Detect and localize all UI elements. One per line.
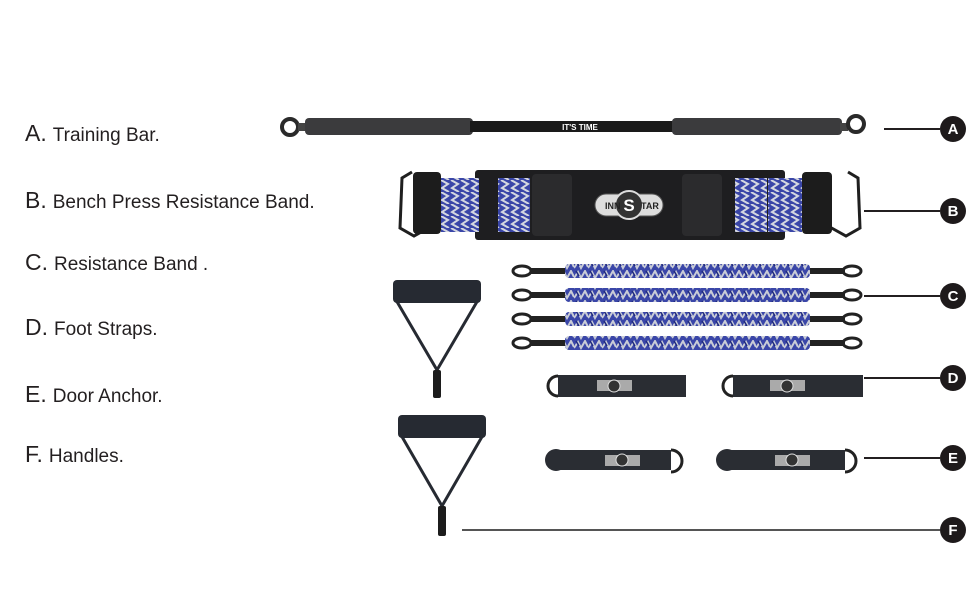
callout-line: [462, 529, 940, 531]
brand-right: TAR: [641, 201, 659, 211]
brand-center: S: [623, 196, 634, 215]
callout-badge-c: C: [940, 283, 966, 309]
legend-item-bench-press-band: B.Bench Press Resistance Band.: [25, 187, 315, 214]
callout-a: A: [884, 116, 966, 142]
callout-badge-d: D: [940, 365, 966, 391]
callout-line: [864, 457, 940, 459]
callout-line: [864, 295, 940, 297]
handle-top: [393, 280, 481, 398]
callout-line: [864, 377, 940, 379]
legend-label: Foot Straps.: [54, 319, 158, 340]
legend-label: Handles.: [48, 446, 124, 467]
callout-c: C: [864, 283, 966, 309]
legend-letter: C.: [25, 249, 48, 275]
legend-item-resistance-band: C. Resistance Band .: [25, 249, 208, 276]
bench-press-band: INN S TAR: [398, 170, 862, 240]
foot-straps: [546, 374, 863, 398]
callout-b: B: [864, 198, 966, 224]
legend-letter: D.: [25, 314, 48, 340]
callout-e: E: [864, 445, 966, 471]
door-anchors: [545, 448, 858, 474]
legend-letter: B.: [25, 187, 47, 213]
legend-label: Resistance Band .: [54, 254, 209, 275]
resistance-bands: [511, 264, 863, 350]
callout-badge-f: F: [940, 517, 966, 543]
callout-badge-b: B: [940, 198, 966, 224]
callout-line: [864, 210, 940, 212]
callout-f: F: [462, 517, 966, 543]
legend-label: Door Anchor.: [52, 386, 163, 407]
legend-item-foot-straps: D. Foot Straps.: [25, 314, 158, 341]
brand-left: INN: [605, 201, 621, 211]
callout-badge-e: E: [940, 445, 966, 471]
legend-letter: F.: [25, 441, 43, 467]
training-bar: IT'S TIME: [280, 114, 866, 137]
legend-item-handles: F.Handles.: [25, 441, 124, 468]
callout-line: [884, 128, 940, 130]
callout-d: D: [864, 365, 966, 391]
training-bar-text: IT'S TIME: [562, 123, 598, 132]
legend-letter: E.: [25, 381, 47, 407]
legend-item-training-bar: A.Training Bar.: [25, 120, 160, 147]
legend-letter: A.: [25, 120, 47, 146]
callout-badge-a: A: [940, 116, 966, 142]
legend-label: Training Bar.: [52, 125, 160, 146]
legend-label: Bench Press Resistance Band.: [52, 192, 315, 213]
legend-item-door-anchor: E.Door Anchor.: [25, 381, 163, 408]
handle-bottom: [398, 415, 486, 536]
